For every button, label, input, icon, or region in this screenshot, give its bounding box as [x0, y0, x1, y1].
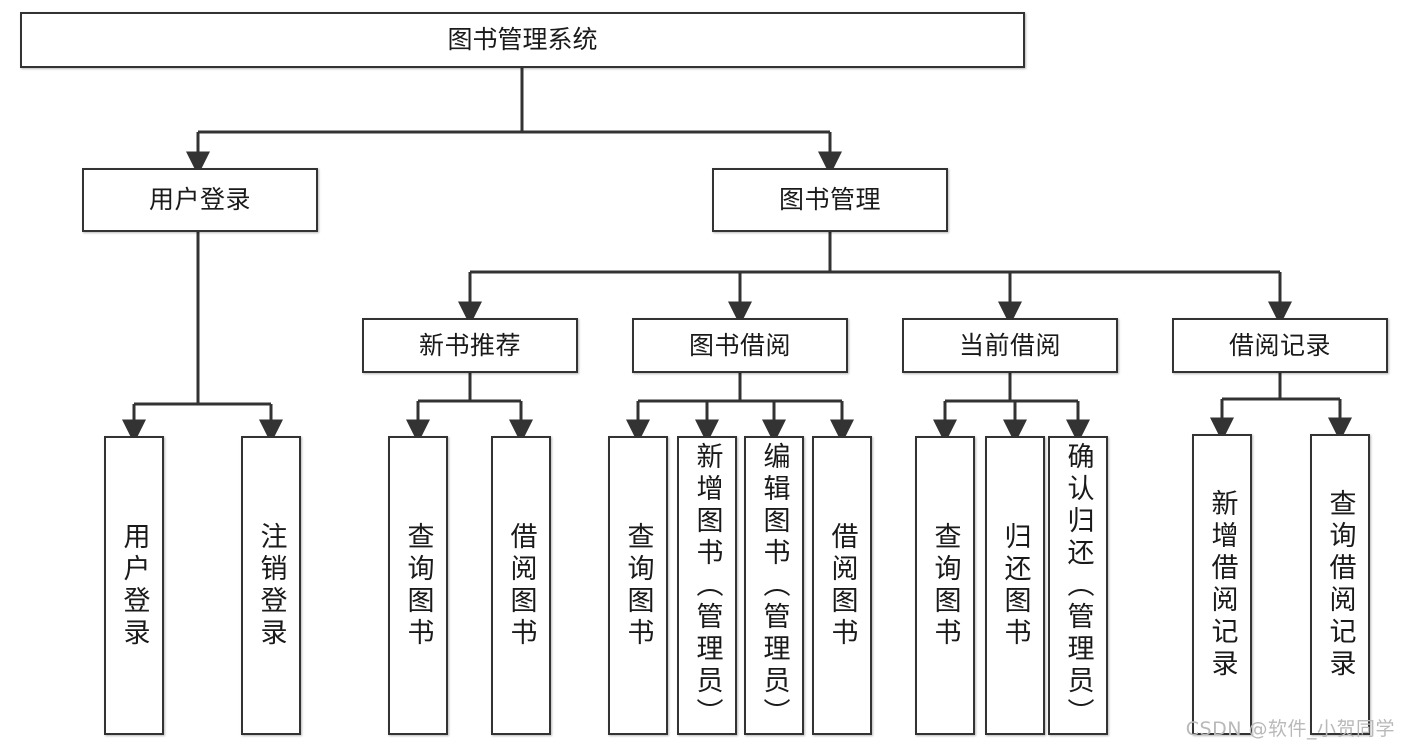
node-current-borrow-label: 当前借阅 — [958, 330, 1061, 360]
node-user-login-label: 用户登录 — [148, 185, 251, 214]
leaf-query-book-1-label: 查询图书 — [402, 521, 434, 650]
leaf-user-login-label: 用户登录 — [118, 521, 150, 650]
leaf-edit-book-label: 编辑图书（管理员） — [758, 441, 790, 730]
leaf-user-login[interactable]: 用户登录 — [104, 436, 164, 735]
node-user-login[interactable]: 用户登录 — [82, 168, 318, 232]
leaf-borrow-book-1-label: 借阅图书 — [505, 521, 537, 650]
leaf-query-book-1[interactable]: 查询图书 — [388, 436, 448, 735]
leaf-query-book-3[interactable]: 查询图书 — [915, 436, 975, 735]
node-root-system-label: 图书管理系统 — [447, 25, 598, 54]
node-book-management-label: 图书管理 — [778, 185, 881, 214]
leaf-query-book-3-label: 查询图书 — [929, 521, 961, 650]
leaf-add-book-label: 新增图书（管理员） — [691, 441, 723, 730]
leaf-return-book-label: 归还图书 — [999, 521, 1031, 650]
leaf-logout-label: 注销登录 — [255, 521, 287, 650]
node-new-book-recommend-label: 新书推荐 — [418, 330, 521, 360]
leaf-add-book[interactable]: 新增图书（管理员） — [677, 436, 737, 735]
node-book-management[interactable]: 图书管理 — [712, 168, 948, 232]
leaf-borrow-book-1[interactable]: 借阅图书 — [491, 436, 551, 735]
leaf-confirm-return-label: 确认归还（管理员） — [1062, 441, 1094, 730]
leaf-borrow-book-2-label: 借阅图书 — [826, 521, 858, 650]
node-borrow-records[interactable]: 借阅记录 — [1172, 318, 1388, 373]
csdn-watermark: CSDN @软件_小贺同学 — [1185, 718, 1395, 740]
node-root-system[interactable]: 图书管理系统 — [20, 12, 1025, 68]
leaf-logout[interactable]: 注销登录 — [241, 436, 301, 735]
leaf-query-record-label: 查询借阅记录 — [1324, 488, 1356, 681]
leaf-return-book[interactable]: 归还图书 — [985, 436, 1045, 735]
node-current-borrow[interactable]: 当前借阅 — [902, 318, 1118, 373]
leaf-query-record[interactable]: 查询借阅记录 — [1310, 434, 1370, 735]
leaf-query-book-2[interactable]: 查询图书 — [608, 436, 668, 735]
node-book-borrow[interactable]: 图书借阅 — [632, 318, 848, 373]
node-book-borrow-label: 图书借阅 — [688, 330, 791, 360]
node-borrow-records-label: 借阅记录 — [1228, 330, 1331, 360]
leaf-query-book-2-label: 查询图书 — [622, 521, 654, 650]
leaf-borrow-book-2[interactable]: 借阅图书 — [812, 436, 872, 735]
leaf-add-record-label: 新增借阅记录 — [1206, 488, 1238, 681]
node-new-book-recommend[interactable]: 新书推荐 — [362, 318, 578, 373]
leaf-add-record[interactable]: 新增借阅记录 — [1192, 434, 1252, 735]
leaf-confirm-return[interactable]: 确认归还（管理员） — [1048, 436, 1108, 735]
leaf-edit-book[interactable]: 编辑图书（管理员） — [744, 436, 804, 735]
